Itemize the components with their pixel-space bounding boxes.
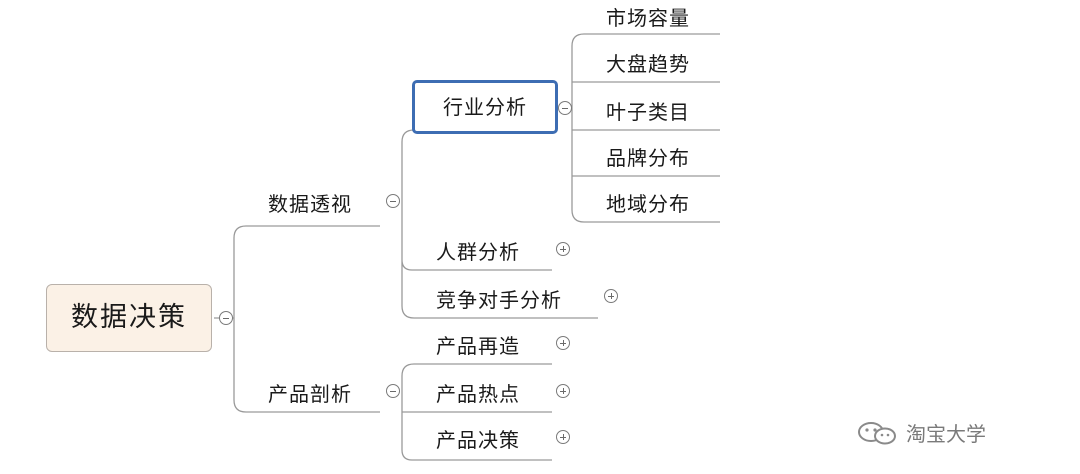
expand-competitor-analysis-icon[interactable] (604, 289, 618, 303)
collapse-product-analysis-icon[interactable] (386, 384, 400, 398)
expand-product-decision-icon[interactable] (556, 430, 570, 444)
topic-leaf-category[interactable]: 叶子类目 (606, 100, 690, 124)
topic-market-capacity[interactable]: 市场容量 (606, 6, 690, 30)
topic-product-decision[interactable]: 产品决策 (436, 428, 520, 452)
collapse-data-perspective-icon[interactable] (386, 194, 400, 208)
topic-product-hotspot[interactable]: 产品热点 (436, 382, 520, 406)
topic-market-trend[interactable]: 大盘趋势 (606, 52, 690, 76)
topic-product-rebuild[interactable]: 产品再造 (436, 334, 520, 358)
topic-region-distribution[interactable]: 地域分布 (606, 192, 690, 216)
topic-product-analysis[interactable]: 产品剖析 (268, 382, 352, 406)
wechat-logo-icon (858, 421, 896, 444)
expand-crowd-analysis-icon[interactable] (556, 242, 570, 256)
topic-competitor-analysis[interactable]: 竞争对手分析 (436, 288, 562, 312)
expand-product-rebuild-icon[interactable] (556, 336, 570, 350)
expand-product-hotspot-icon[interactable] (556, 384, 570, 398)
collapse-root-icon[interactable] (219, 311, 233, 325)
root-topic[interactable]: 数据决策 (46, 284, 212, 352)
topic-crowd-analysis[interactable]: 人群分析 (436, 240, 520, 264)
collapse-industry-analysis-icon[interactable] (558, 101, 572, 115)
topic-brand-distribution[interactable]: 品牌分布 (606, 146, 690, 170)
topic-industry-analysis[interactable]: 行业分析 (412, 80, 558, 134)
watermark-text: 淘宝大学 (906, 422, 986, 446)
topic-data-perspective[interactable]: 数据透视 (268, 192, 352, 216)
watermark: 淘宝大学 (856, 418, 986, 447)
